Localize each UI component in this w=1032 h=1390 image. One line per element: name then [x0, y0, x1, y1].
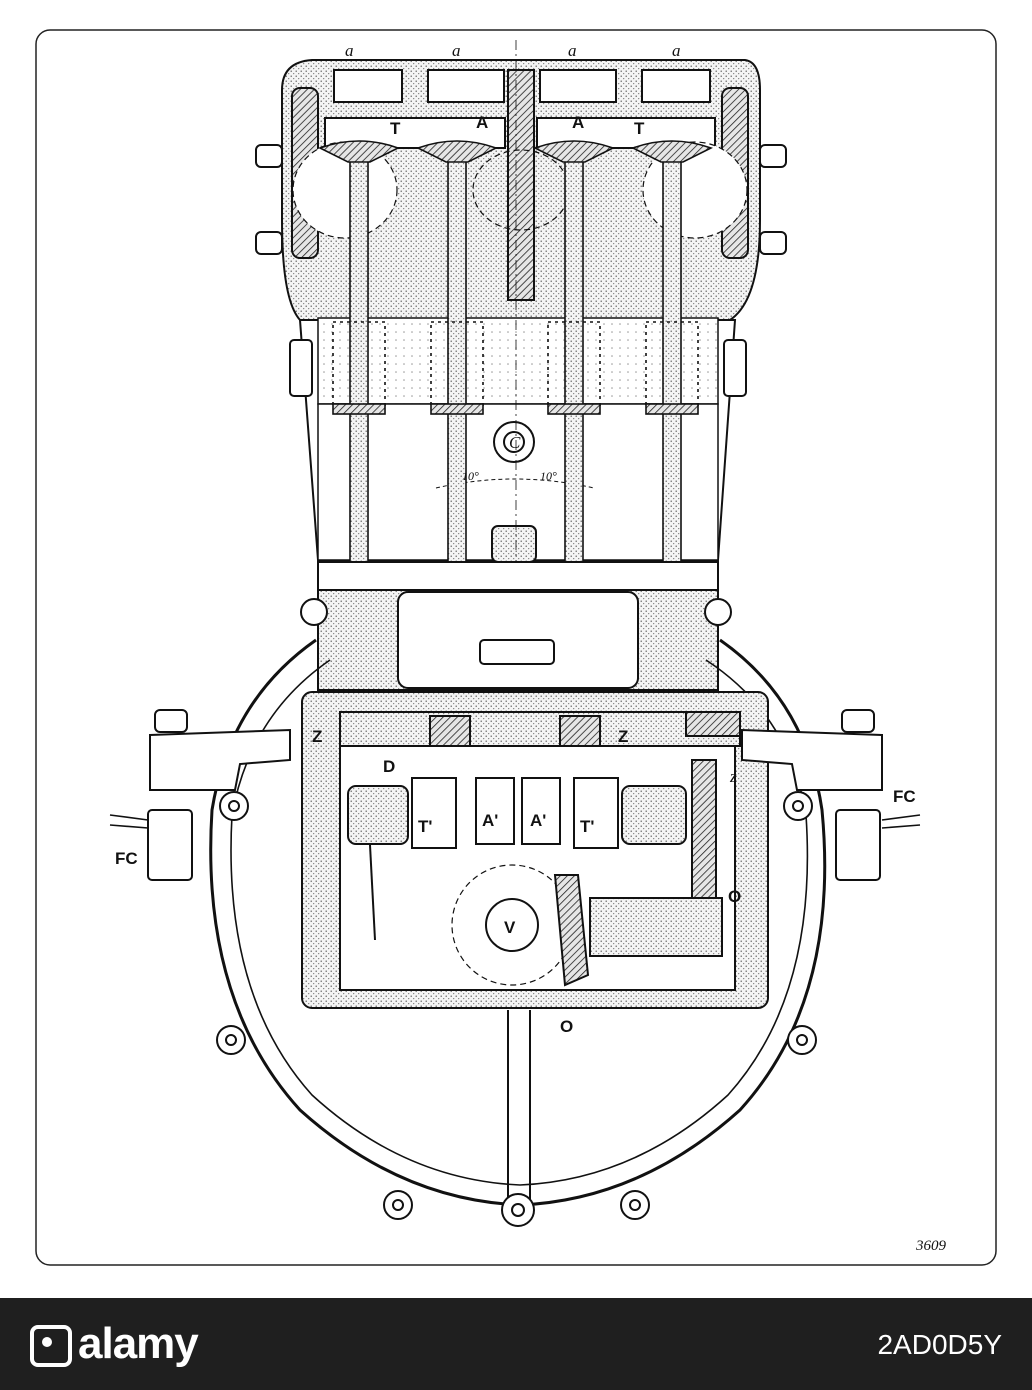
- bracket-left: [109, 709, 291, 881]
- label-Z-left: Z: [312, 727, 322, 746]
- label-A-right: A: [572, 113, 584, 132]
- label-FC-left: FC: [115, 849, 138, 868]
- engine-section-diagram: a a a a T A A T C 10° 10° Z Z z D T' A' …: [35, 29, 997, 1266]
- flange-plate: [300, 561, 732, 691]
- label-Aprime-right: A': [530, 811, 546, 830]
- bracket-right: [741, 709, 921, 881]
- stock-logo: alamy: [30, 1314, 199, 1374]
- valve-intake-left: [415, 140, 499, 571]
- label-a4: a: [672, 41, 681, 60]
- logo-glyph-icon: [30, 1325, 72, 1368]
- label-T-right: T: [634, 119, 645, 138]
- label-Aprime-left: A': [482, 811, 498, 830]
- label-T-left: T: [390, 119, 401, 138]
- crankcase-bolts: [216, 791, 817, 1227]
- label-O-right: O: [728, 887, 741, 906]
- valve-trains: [317, 40, 714, 600]
- label-a1: a: [345, 41, 354, 60]
- stock-footer-bar: alamy 2AD0D5Y: [0, 1298, 1032, 1390]
- stock-brand: alamy: [78, 1319, 199, 1368]
- label-D: D: [383, 757, 395, 776]
- plate-frame: [35, 29, 997, 1266]
- label-V: V: [504, 918, 516, 937]
- valve-exhaust-left: [317, 140, 401, 571]
- label-Tprime-left: T': [418, 817, 432, 836]
- label-Tprime-right: T': [580, 817, 594, 836]
- label-z-small: z: [729, 767, 737, 786]
- callout-labels: a a a a T A A T C 10° 10° Z Z z D T' A' …: [115, 41, 947, 1254]
- label-Z-right: Z: [618, 727, 628, 746]
- label-angle-right: 10°: [540, 469, 557, 483]
- stock-image-id: 2AD0D5Y: [877, 1329, 1002, 1360]
- label-A-left: A: [476, 113, 488, 132]
- cam-box: [301, 691, 769, 1009]
- label-FC-right: FC: [893, 787, 916, 806]
- valve-intake-right: [532, 140, 616, 571]
- label-angle-left: 10°: [462, 469, 479, 483]
- label-a3: a: [568, 41, 577, 60]
- label-C: C: [509, 433, 521, 452]
- cylinder-head: [255, 59, 787, 321]
- valve-chest: [289, 317, 747, 563]
- label-a2: a: [452, 41, 461, 60]
- plate-number: 3609: [915, 1238, 947, 1254]
- engraving-plate: a a a a T A A T C 10° 10° Z Z z D T' A' …: [35, 29, 997, 1266]
- label-O-bottom: O: [560, 1017, 573, 1036]
